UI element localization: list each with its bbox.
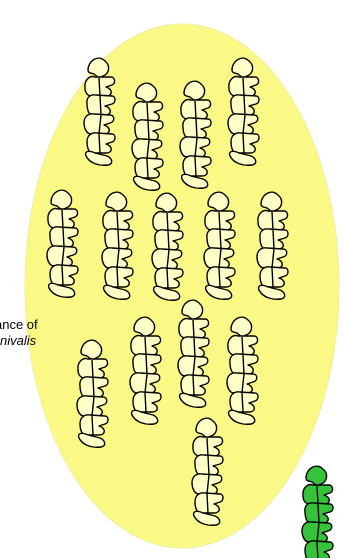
yellow-ellipse	[25, 24, 339, 548]
caption-line-1: ance of	[0, 317, 38, 332]
green-seedling	[302, 466, 333, 558]
caption-line-2: nivalis	[0, 333, 36, 348]
